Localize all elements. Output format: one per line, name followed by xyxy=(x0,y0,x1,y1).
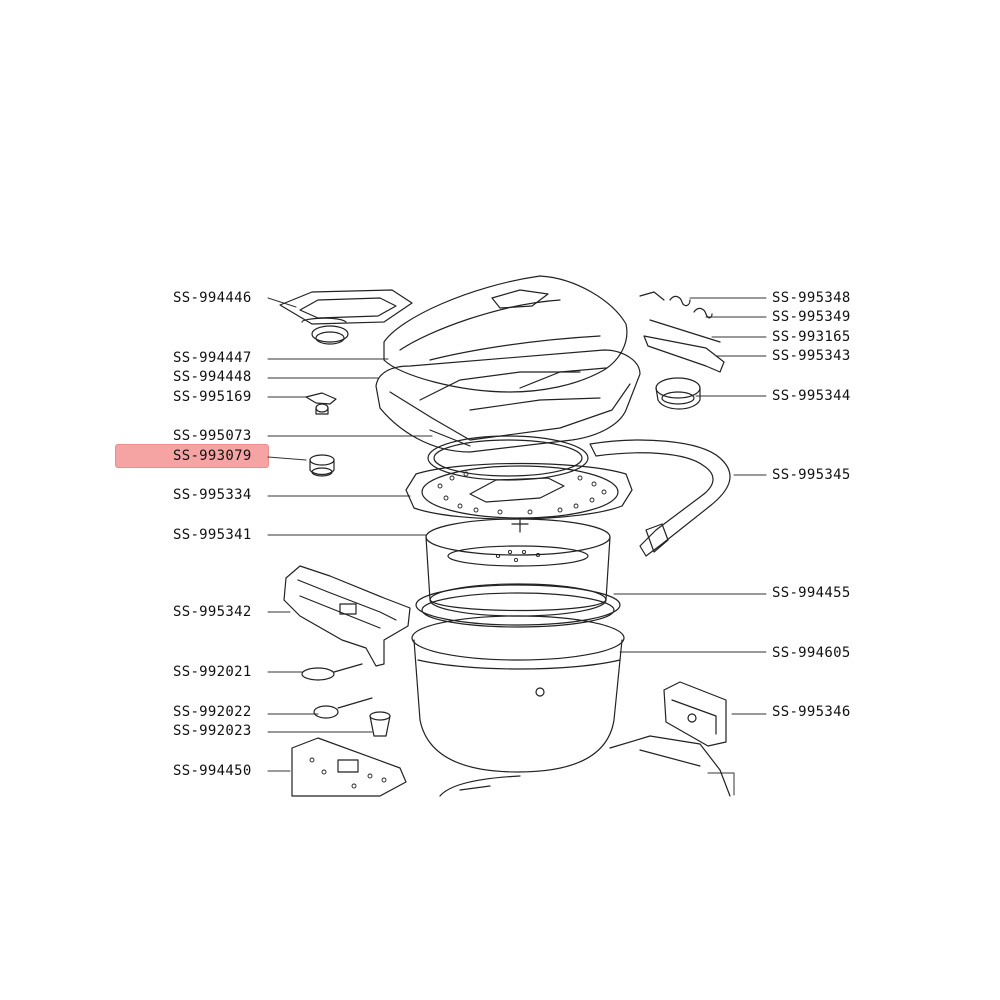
part-label-995349[interactable]: SS-995349 xyxy=(772,309,851,325)
part-label-994605[interactable]: SS-994605 xyxy=(772,645,851,661)
part-label-995346[interactable]: SS-995346 xyxy=(772,704,851,720)
part-label-994455[interactable]: SS-994455 xyxy=(772,585,851,601)
ladle-drawing xyxy=(313,697,373,719)
part-label-995334[interactable]: SS-995334 xyxy=(173,487,252,503)
lid-insert-drawing xyxy=(279,289,413,345)
knob-drawing xyxy=(309,454,335,477)
latch-bracket-drawing xyxy=(663,681,727,747)
part-label-994446[interactable]: SS-994446 xyxy=(173,290,252,306)
seal-ring-drawing xyxy=(655,377,701,410)
control-board-drawing xyxy=(291,737,407,797)
selected-part-highlight xyxy=(115,444,269,468)
part-label-994447[interactable]: SS-994447 xyxy=(173,350,252,366)
part-label-992021[interactable]: SS-992021 xyxy=(173,664,252,680)
outer-bowl-drawing xyxy=(411,615,625,773)
part-label-995341[interactable]: SS-995341 xyxy=(173,527,252,543)
inner-pot-drawing xyxy=(415,584,621,628)
part-label-995348[interactable]: SS-995348 xyxy=(772,290,851,306)
lid-cover-drawing xyxy=(383,275,628,393)
spring-parts-drawing xyxy=(639,291,725,373)
part-label-995344[interactable]: SS-995344 xyxy=(772,388,851,404)
part-label-992022[interactable]: SS-992022 xyxy=(173,704,252,720)
part-label-995073[interactable]: SS-995073 xyxy=(173,428,252,444)
valve-part-drawing xyxy=(305,392,337,415)
cup-drawing xyxy=(369,711,391,737)
control-bracket-drawing xyxy=(283,565,411,667)
leader-lines xyxy=(267,297,767,796)
steamer-basket-drawing xyxy=(425,518,611,617)
part-label-992023[interactable]: SS-992023 xyxy=(173,723,252,739)
part-label-995343[interactable]: SS-995343 xyxy=(772,348,851,364)
spoon-drawing xyxy=(301,663,363,681)
part-label-994448[interactable]: SS-994448 xyxy=(173,369,252,385)
handle-drawing xyxy=(589,439,731,557)
part-label-993165[interactable]: SS-993165 xyxy=(772,329,851,345)
part-label-995342[interactable]: SS-995342 xyxy=(173,604,252,620)
steam-plate-drawing xyxy=(405,462,633,533)
base-body-drawing xyxy=(439,735,731,797)
part-label-995345[interactable]: SS-995345 xyxy=(772,467,851,483)
part-label-995169[interactable]: SS-995169 xyxy=(173,389,252,405)
part-label-994450[interactable]: SS-994450 xyxy=(173,763,252,779)
part-label-993079-selected[interactable]: SS-993079 xyxy=(173,448,252,464)
lid-frame-drawing xyxy=(375,349,641,453)
